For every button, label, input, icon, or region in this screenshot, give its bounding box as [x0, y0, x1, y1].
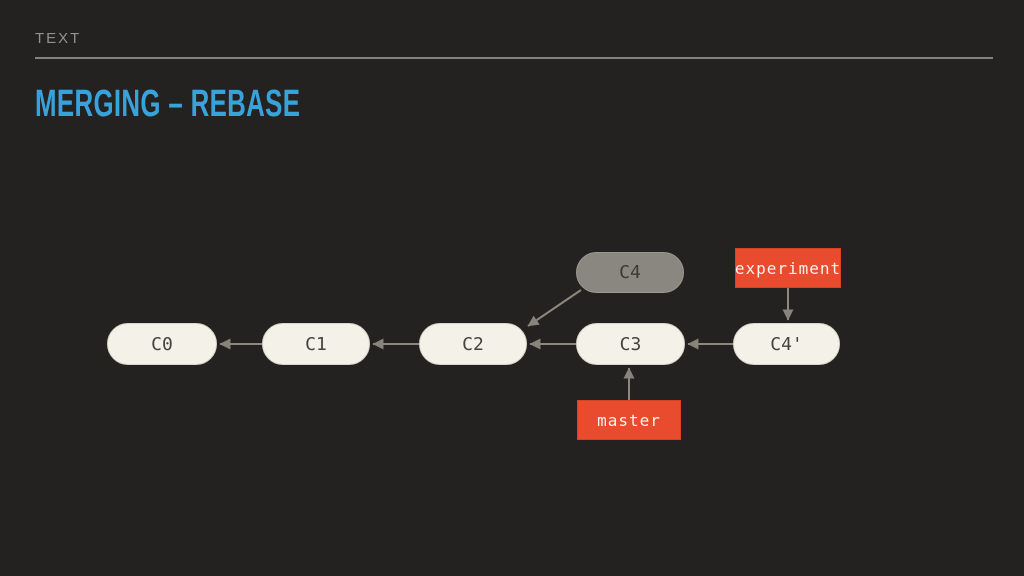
- commit-node-c1: C1: [262, 323, 370, 365]
- slide-title: MERGING – REBASE: [35, 83, 301, 125]
- branch-label-master: master: [577, 400, 681, 440]
- commit-node-c4-abandoned: C4: [576, 252, 684, 293]
- eyebrow-label: TEXT: [35, 30, 82, 47]
- edge-c4-c2-abandoned: [527, 289, 582, 327]
- commit-node-c2: C2: [419, 323, 527, 365]
- branch-label-experiment: experiment: [735, 248, 841, 288]
- commit-node-c0: C0: [107, 323, 217, 365]
- commit-node-c3: C3: [576, 323, 685, 365]
- commit-node-c4-prime: C4': [733, 323, 840, 365]
- header-divider: [35, 57, 993, 59]
